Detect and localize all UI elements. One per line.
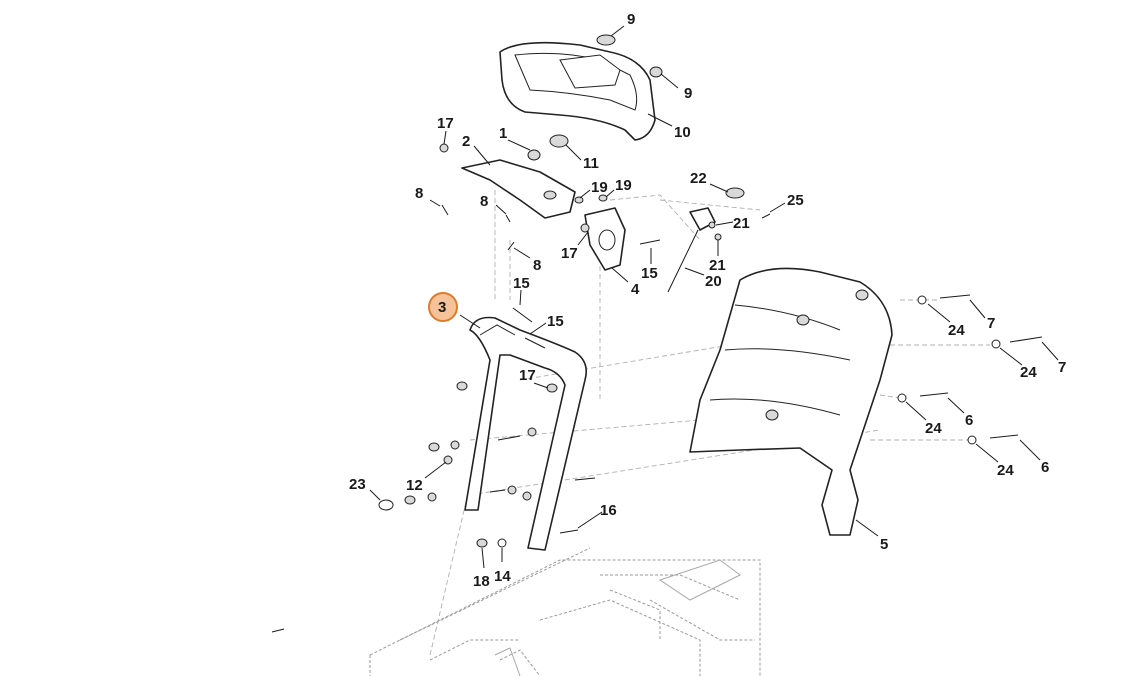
callout-label-highlighted[interactable]: 3 — [438, 299, 446, 316]
callout-labels: 9 9 10 17 2 1 11 8 8 19 19 22 25 21 21 1… — [349, 11, 1066, 590]
highlight-circle[interactable] — [428, 292, 458, 322]
callout-label[interactable]: 2 — [462, 133, 470, 150]
callout-label[interactable]: 8 — [415, 185, 423, 202]
callout-label[interactable]: 21 — [733, 215, 750, 232]
callout-label[interactable]: 8 — [533, 257, 541, 274]
callout-label[interactable]: 25 — [787, 192, 804, 209]
callout-label[interactable]: 24 — [997, 462, 1014, 479]
callout-label[interactable]: 15 — [513, 275, 530, 292]
part-top-cover — [499, 34, 663, 141]
callout-label[interactable]: 22 — [690, 170, 707, 187]
hardware-fasteners — [271, 143, 1043, 633]
callout-leaders — [369, 25, 1059, 569]
callout-label[interactable]: 18 — [473, 573, 490, 590]
callout-label[interactable]: 8 — [480, 193, 488, 210]
callout-label[interactable]: 15 — [641, 265, 658, 282]
callout-label[interactable]: 9 — [627, 11, 635, 28]
callout-label[interactable]: 24 — [948, 322, 965, 339]
callout-label[interactable]: 19 — [615, 177, 632, 194]
callout-label[interactable]: 4 — [631, 281, 640, 298]
callout-label[interactable]: 24 — [1020, 364, 1037, 381]
callout-label[interactable]: 5 — [880, 536, 888, 553]
callout-label[interactable]: 11 — [583, 155, 599, 172]
callout-label[interactable]: 20 — [705, 273, 722, 290]
part-mounting-plate — [584, 207, 626, 271]
callout-label[interactable]: 15 — [547, 313, 564, 330]
part-handle-bar — [464, 316, 588, 551]
callout-label[interactable]: 17 — [561, 245, 578, 262]
callout-label[interactable]: 9 — [684, 85, 692, 102]
callout-label[interactable]: 1 — [499, 125, 507, 142]
callout-label[interactable]: 10 — [674, 124, 691, 141]
callout-label[interactable]: 21 — [709, 257, 726, 274]
callout-label[interactable]: 16 — [600, 502, 617, 519]
part-chute-guard — [689, 267, 893, 536]
part-bracket-plate — [461, 134, 576, 219]
callout-label[interactable]: 24 — [925, 420, 942, 437]
callout-label[interactable]: 17 — [437, 115, 454, 132]
callout-label[interactable]: 6 — [1041, 459, 1049, 476]
callout-label[interactable]: 17 — [519, 367, 536, 384]
callout-label[interactable]: 14 — [494, 568, 511, 585]
callout-label[interactable]: 19 — [591, 179, 608, 196]
callout-label[interactable]: 6 — [965, 412, 973, 429]
callout-label[interactable]: 12 — [406, 477, 423, 494]
callout-label[interactable]: 7 — [987, 315, 995, 332]
chassis-frame-background — [369, 547, 761, 676]
callout-label[interactable]: 23 — [349, 476, 366, 493]
callout-label[interactable]: 7 — [1058, 359, 1066, 376]
